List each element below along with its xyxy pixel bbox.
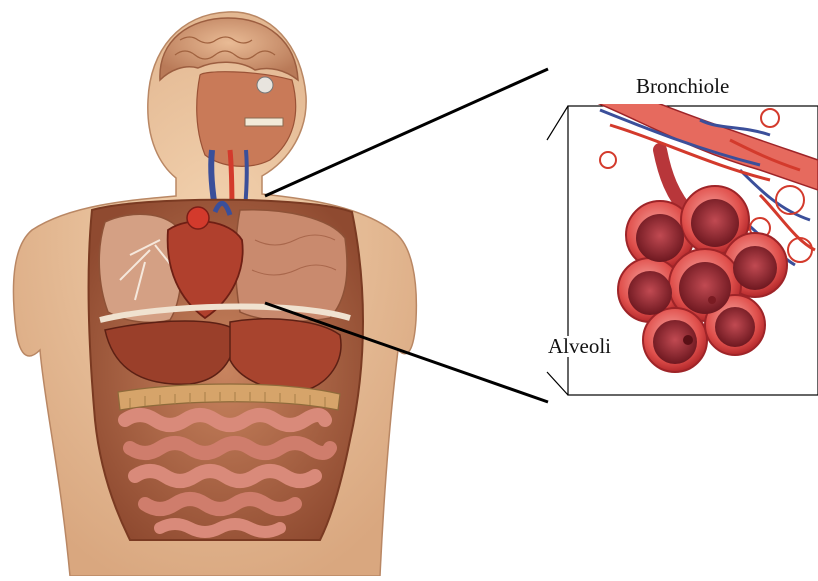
teeth (245, 118, 283, 126)
bronchiole-label: Bronchiole (636, 76, 729, 97)
eye (257, 77, 273, 93)
callout-line-upper (265, 69, 548, 196)
aorta (187, 207, 209, 229)
human-torso (13, 12, 416, 576)
alveoli-label: Alveoli (546, 336, 613, 357)
